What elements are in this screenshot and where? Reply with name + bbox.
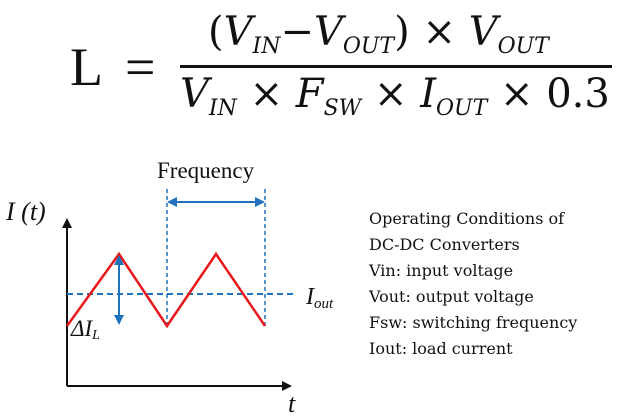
vout-symbol-2: V [468, 9, 498, 55]
close-paren: ) [394, 9, 410, 55]
y-axis-label: I (t) [5, 197, 46, 226]
conditions-title-line1: Operating Conditions of [369, 209, 565, 228]
iout-label-sub: out [314, 296, 334, 312]
open-paren: ( [208, 9, 224, 55]
times-sign: × [422, 9, 456, 55]
equals-sign: = [125, 37, 156, 97]
ripple-factor: 0.3 [546, 71, 610, 117]
iout-subscript: OUT [436, 96, 488, 121]
times-sign-2: × [373, 71, 408, 117]
x-axis-label: t [288, 389, 296, 418]
ripple-label-sub: L [91, 328, 100, 343]
ripple-label-main: ΔI [70, 316, 93, 341]
formula-lhs: L= [70, 40, 155, 94]
fsw-symbol: F [295, 71, 324, 117]
iout-label-main: I [305, 284, 315, 310]
minus-sign: − [280, 9, 314, 55]
vin-subscript-den: IN [208, 96, 237, 121]
fraction-bar [180, 65, 612, 68]
vout-subscript: OUT [342, 34, 395, 59]
inductance-symbol: L [70, 37, 103, 97]
inductor-current-graph: I (t) t Frequency Iout ΔIL [5, 158, 334, 418]
inductance-formula: L= (VIN−VOUT) × VOUT VIN × FSW × IOUT × … [0, 0, 637, 125]
formula-numerator: (VIN−VOUT) × VOUT [208, 10, 549, 69]
conditions-title-line2: DC-DC Converters [369, 235, 520, 254]
condition-fsw: Fsw: switching frequency [369, 313, 578, 332]
times-sign-1: × [249, 71, 284, 117]
times-sign-3: × [500, 71, 534, 117]
vin-symbol-den: V [180, 71, 209, 117]
ripple-label: ΔIL [70, 316, 100, 343]
condition-vin: Vin: input voltage [369, 261, 514, 280]
vin-subscript: IN [252, 34, 281, 59]
iout-symbol: I [420, 71, 437, 117]
condition-iout: Iout: load current [369, 339, 513, 358]
formula-denominator: VIN × FSW × IOUT × 0.3 [180, 72, 610, 131]
condition-vout: Vout: output voltage [369, 287, 534, 306]
vout-subscript-2: OUT [497, 34, 549, 59]
operating-conditions: Operating Conditions of DC-DC Converters… [369, 206, 631, 362]
fsw-subscript: SW [323, 96, 362, 121]
inductor-current-waveform [65, 251, 267, 329]
iout-label: Iout [305, 284, 334, 312]
frequency-label: Frequency [157, 158, 255, 183]
vout-symbol: V [313, 9, 343, 55]
vin-symbol: V [223, 9, 253, 55]
